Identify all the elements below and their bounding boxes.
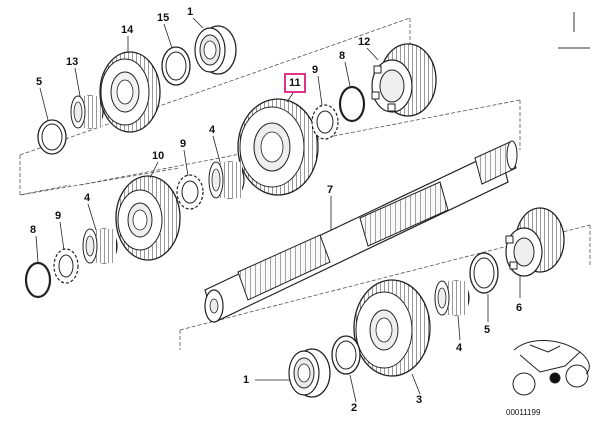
part-9-roller-cage-left bbox=[53, 248, 79, 284]
part-10-gear bbox=[115, 175, 181, 261]
part-9-roller-cage-top bbox=[311, 104, 339, 140]
catalog-number: 00011199 bbox=[506, 408, 541, 417]
callout-8-left[interactable]: 8 bbox=[30, 224, 37, 236]
callout-11-highlighted[interactable]: 11 bbox=[284, 73, 306, 93]
callout-6[interactable]: 6 bbox=[516, 302, 523, 314]
part-11-gear bbox=[237, 98, 319, 196]
part-12-dog-gear bbox=[371, 43, 437, 117]
part-4-needle-bearing-left bbox=[82, 228, 118, 264]
callout-9-left[interactable]: 9 bbox=[55, 210, 62, 222]
callout-10[interactable]: 10 bbox=[152, 150, 165, 162]
callout-2[interactable]: 2 bbox=[351, 402, 358, 414]
part-3-gear bbox=[353, 279, 431, 377]
callout-9-mid[interactable]: 9 bbox=[180, 138, 187, 150]
callout-1-bottom[interactable]: 1 bbox=[243, 374, 250, 386]
part-6-dog-gear bbox=[505, 207, 565, 277]
callout-9-top[interactable]: 9 bbox=[312, 64, 319, 76]
part-2-ring bbox=[331, 335, 361, 375]
part-9-roller-cage-mid bbox=[176, 174, 204, 210]
part-4-needle-bearing-right bbox=[434, 280, 470, 316]
callout-5-top[interactable]: 5 bbox=[36, 76, 43, 88]
callout-4-mid[interactable]: 4 bbox=[209, 124, 216, 136]
part-5-ring-top bbox=[37, 119, 67, 155]
callout-5-right[interactable]: 5 bbox=[484, 324, 491, 336]
callout-12[interactable]: 12 bbox=[358, 36, 371, 48]
part-7-shaft bbox=[204, 140, 518, 323]
leader-lines bbox=[35, 17, 521, 403]
motorcycle-icon bbox=[512, 339, 590, 396]
part-13-needle-bearing bbox=[70, 95, 104, 129]
callout-15[interactable]: 15 bbox=[157, 12, 170, 24]
callout-1-top[interactable]: 1 bbox=[187, 6, 194, 18]
part-15-ring bbox=[161, 46, 191, 86]
part-8-circlip-top bbox=[338, 85, 366, 123]
corner-mark bbox=[558, 12, 590, 49]
part-1-ball-bearing-bottom bbox=[288, 348, 331, 398]
callout-14[interactable]: 14 bbox=[121, 24, 134, 36]
callout-4-right[interactable]: 4 bbox=[456, 342, 463, 354]
part-1-ball-bearing-top bbox=[194, 25, 237, 75]
part-5-ring-right bbox=[469, 252, 499, 294]
part-8-circlip-left bbox=[24, 261, 52, 299]
callout-3[interactable]: 3 bbox=[416, 394, 423, 406]
callout-13[interactable]: 13 bbox=[66, 56, 79, 68]
part-14-gear bbox=[99, 51, 161, 133]
callout-7[interactable]: 7 bbox=[327, 184, 334, 196]
frame-bottom bbox=[179, 224, 591, 350]
callout-4-left[interactable]: 4 bbox=[84, 192, 91, 204]
part-4-needle-bearing-mid bbox=[208, 161, 245, 199]
callout-8-top[interactable]: 8 bbox=[339, 50, 346, 62]
